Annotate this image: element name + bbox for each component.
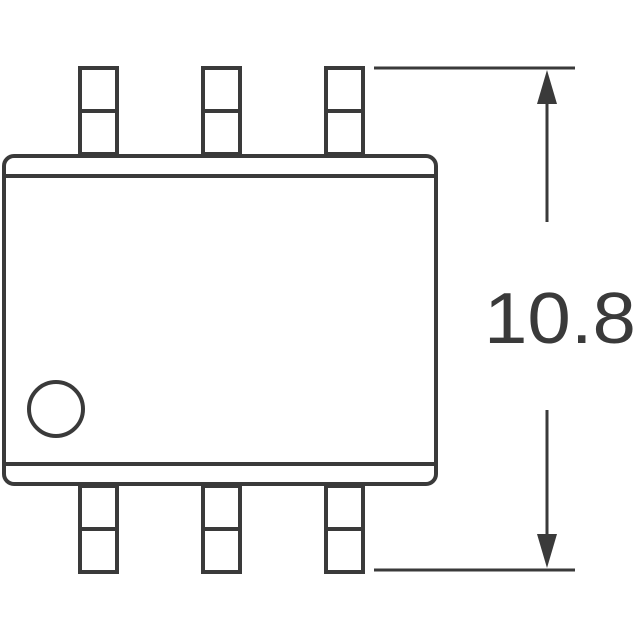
- circle-icon: [27, 380, 85, 438]
- bottom-pin-1: [78, 484, 119, 574]
- arrow-up-icon: [537, 70, 557, 104]
- top-pin-row: [78, 66, 365, 156]
- arrow-down-icon: [537, 534, 557, 568]
- bottom-pin-2: [201, 484, 242, 574]
- dimension-label: 10.8: [484, 279, 636, 359]
- top-pin-3: [324, 66, 365, 156]
- top-pin-2: [201, 66, 242, 156]
- bottom-pin-row: [78, 484, 365, 574]
- top-pin-1: [78, 66, 119, 156]
- package-body: [2, 154, 438, 486]
- bottom-pin-3: [324, 484, 365, 574]
